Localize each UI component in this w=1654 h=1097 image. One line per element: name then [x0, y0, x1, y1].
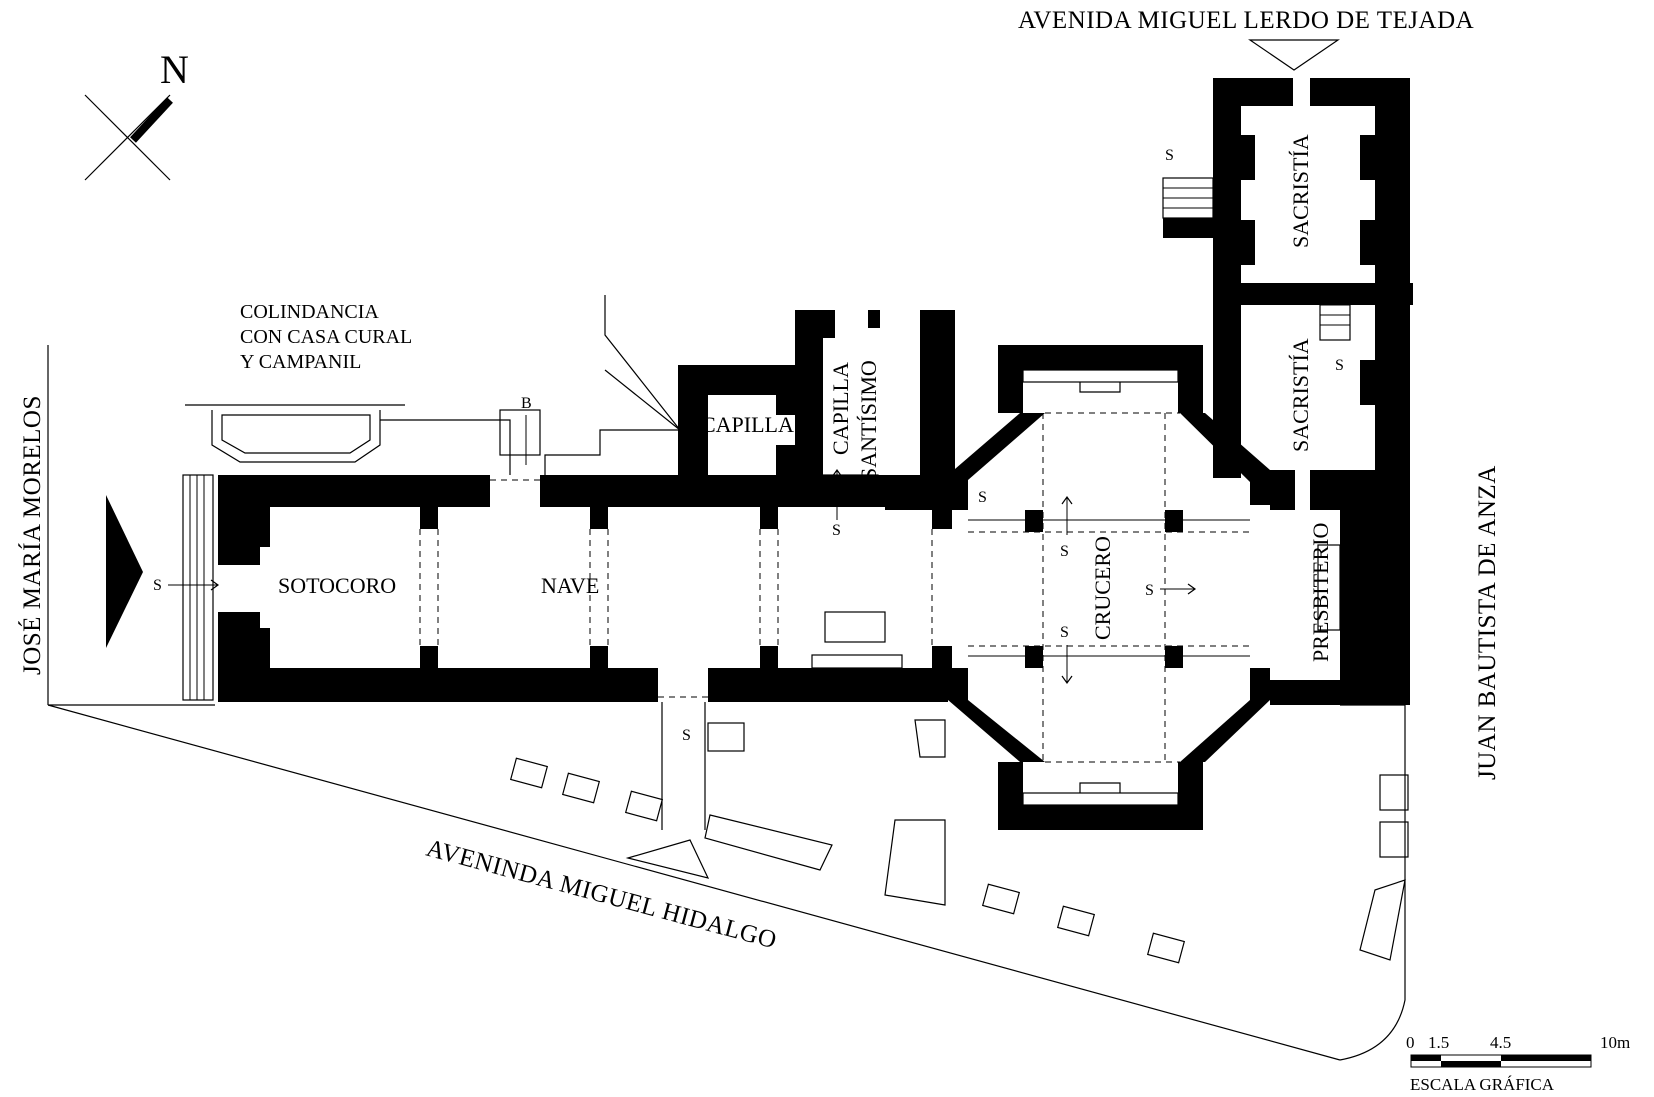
- nave-bay-lines: [419, 479, 933, 698]
- presbiterio-walls: [1270, 470, 1410, 705]
- santisimo-steps: [822, 474, 879, 506]
- street-label-east: JUAN BAUTISTA DE ANZA: [1474, 465, 1501, 780]
- nave-table: [824, 611, 886, 643]
- room-label-capilla-santisimo-2: SANTÍSIMO: [856, 360, 881, 480]
- room-label-presbiterio: PRESBITERIO: [1308, 523, 1333, 662]
- scale-tick-2: 4.5: [1490, 1033, 1511, 1052]
- marker-up-crucero-north: S: [1060, 543, 1069, 560]
- nave-bench: [811, 654, 903, 669]
- marker-up-crucero-south: S: [1060, 624, 1069, 641]
- west-steps: [182, 474, 214, 701]
- sacristia-steps: [1162, 177, 1351, 341]
- room-label-sotocoro: SOTOCORO: [278, 573, 396, 598]
- marker-up-sacristia-lower: S: [1335, 357, 1344, 374]
- neighbor-note-line3: Y CAMPANIL: [240, 351, 361, 373]
- room-label-crucero: CRUCERO: [1090, 536, 1115, 640]
- marker-up-crucero-stair: S: [978, 489, 987, 506]
- site-boundary: [47, 345, 1406, 1061]
- north-label: N: [160, 47, 189, 92]
- street-label-west: JOSÉ MARÍA MORELOS: [18, 395, 46, 675]
- marker-up-santisimo: S: [832, 522, 841, 539]
- capilla-santisimo-walls: [795, 310, 955, 510]
- room-label-nave: NAVE: [541, 573, 599, 598]
- presbiterio-table: [1377, 544, 1401, 631]
- south-corridor: [661, 702, 745, 830]
- north-entrance-marker: [1248, 39, 1340, 71]
- marker-up-entrance: S: [153, 577, 162, 594]
- scale-bar: 0 1.5 4.5 10m ESCALA GRÁFICA: [1406, 1033, 1630, 1094]
- marker-up-sacristia-upper: S: [1165, 147, 1174, 164]
- street-label-south: AVENINDA MIGUEL HIDALGO: [423, 835, 779, 955]
- sacristia-walls: [1163, 78, 1413, 478]
- street-label-north: AVENIDA MIGUEL LERDO DE TEJADA: [1018, 7, 1474, 34]
- nave-walls: [218, 475, 952, 702]
- south-entrance-marker: [625, 839, 710, 879]
- room-label-capilla: CAPILLA: [701, 412, 794, 437]
- neighbor-note-line1: COLINDANCIA: [240, 301, 379, 323]
- crucero-lines: [968, 369, 1250, 806]
- marker-up-south-exit: S: [682, 727, 691, 744]
- neighbor-note-line2: CON CASA CURAL: [240, 326, 412, 348]
- marker-down-campanil: B: [521, 395, 532, 412]
- north-arrow: N: [84, 47, 189, 181]
- direction-markers: S B S S S S S S S S: [153, 147, 1344, 744]
- scale-tick-0: 0: [1406, 1033, 1415, 1052]
- main-entrance-arrow: [106, 495, 143, 648]
- garden-planters: [509, 719, 1409, 964]
- scale-tick-3: 10m: [1600, 1033, 1630, 1052]
- room-label-sacristia-upper: SACRISTÍA: [1288, 134, 1313, 248]
- neighbor-outline: [185, 295, 681, 475]
- room-label-capilla-santisimo-1: CAPILLA: [828, 362, 853, 455]
- marker-up-crucero-east: S: [1145, 582, 1154, 599]
- presbiterio-altar: [1317, 544, 1341, 631]
- scale-tick-1: 1.5: [1428, 1033, 1449, 1052]
- room-label-sacristia-lower: SACRISTÍA: [1288, 338, 1313, 452]
- scale-title: ESCALA GRÁFICA: [1410, 1075, 1555, 1094]
